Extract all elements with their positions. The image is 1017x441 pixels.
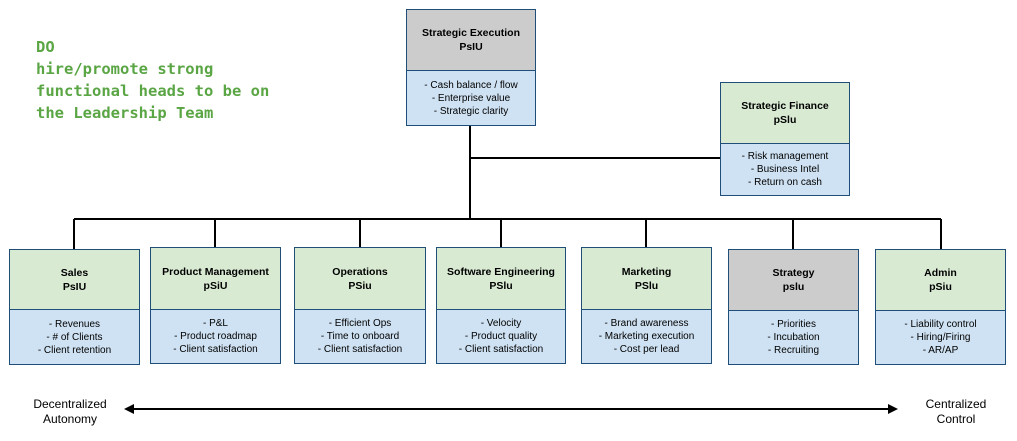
box-body: - Cash balance / flow - Enterprise value…: [407, 71, 535, 125]
box-header: Software Engineering PSlu: [437, 248, 565, 310]
box-item: - # of Clients: [46, 331, 103, 343]
note-line: the Leadership Team: [36, 104, 214, 122]
box-code: pslu: [782, 281, 805, 293]
box-item: - Client satisfaction: [173, 344, 258, 355]
box-item: - Client retention: [37, 344, 112, 356]
box-header: Operations PSiu: [295, 248, 425, 310]
box-header: Strategic Execution PsIU: [407, 10, 535, 71]
axis-label-line: Centralized: [925, 397, 987, 411]
arrow-right-head: [888, 404, 898, 414]
box-item: - Time to onboard: [320, 331, 400, 342]
unit-box-product-management: Product Management pSiU - P&L - Product …: [150, 247, 281, 364]
unit-box-sales: Sales PsIU - Revenues - # of Clients - C…: [9, 249, 140, 365]
box-code: PSiu: [348, 279, 372, 292]
decentralized-label: Decentralized Autonomy: [20, 397, 120, 427]
box-item: - Cash balance / flow: [424, 79, 518, 91]
box-item: - AR/AP: [922, 345, 959, 356]
box-item: - Brand awareness: [604, 318, 689, 329]
box-item: - Client satisfaction: [458, 344, 544, 355]
box-title: Admin: [924, 267, 957, 279]
box-item: - Cost per lead: [613, 344, 680, 355]
box-code: pSlu: [773, 114, 797, 126]
box-body: - Risk management - Business Intel - Ret…: [721, 144, 849, 195]
box-item: - Hiring/Firing: [910, 332, 971, 343]
box-header: Product Management pSiU: [151, 248, 280, 310]
box-title: Strategic Finance: [741, 100, 829, 112]
box-title: Product Management: [162, 265, 269, 278]
box-body: - Priorities - Incubation - Recruiting: [729, 311, 858, 364]
box-title: Operations: [332, 265, 388, 278]
box-item: - P&L: [202, 318, 228, 329]
box-code: pSiU: [203, 279, 228, 292]
leadership-note: DO hire/promote strong functional heads …: [36, 36, 269, 124]
note-line: hire/promote strong: [36, 60, 214, 78]
box-body: - Liability control - Hiring/Firing - AR…: [876, 311, 1005, 364]
box-item: - Priorities: [770, 319, 816, 330]
unit-box-operations: Operations PSiu - Efficient Ops - Time t…: [294, 247, 426, 364]
box-item: - Revenues: [48, 318, 101, 330]
box-item: - Client satisfaction: [317, 344, 403, 355]
box-title: Strategy: [772, 267, 815, 279]
box-body: - P&L - Product roadmap - Client satisfa…: [151, 310, 280, 363]
box-header: Strategy pslu: [729, 250, 858, 311]
axis-label-line: Control: [936, 412, 976, 426]
box-item: - Marketing execution: [598, 331, 695, 342]
note-line: DO: [36, 38, 55, 56]
box-code: PsIU: [459, 41, 483, 53]
box-code: PsIU: [62, 280, 87, 293]
axis-label-line: Decentralized: [33, 397, 107, 411]
box-body: - Brand awareness - Marketing execution …: [582, 310, 711, 363]
unit-box-marketing: Marketing PSlu - Brand awareness - Marke…: [581, 247, 712, 364]
box-item: - Product quality: [464, 331, 538, 342]
box-body: - Revenues - # of Clients - Client reten…: [10, 310, 139, 364]
box-title: Marketing: [621, 265, 672, 278]
box-item: - Product roadmap: [174, 331, 257, 342]
box-item: - Velocity: [480, 318, 522, 329]
box-item: - Business Intel: [750, 164, 820, 175]
box-title: Sales: [60, 266, 89, 279]
box-body: - Velocity - Product quality - Client sa…: [437, 310, 565, 363]
box-item: - Efficient Ops: [328, 318, 392, 329]
box-header: Admin pSiu: [876, 250, 1005, 311]
box-title: Software Engineering: [447, 265, 555, 278]
unit-box-strategy: Strategy pslu - Priorities - Incubation …: [728, 249, 859, 365]
note-line: functional heads to be on: [36, 82, 270, 100]
box-header: Strategic Finance pSlu: [721, 83, 849, 144]
box-header: Sales PsIU: [10, 250, 139, 310]
box-item: - Strategic clarity: [433, 105, 509, 117]
box-item: - Incubation: [767, 332, 820, 343]
box-code: pSiu: [929, 281, 952, 293]
box-body: - Efficient Ops - Time to onboard - Clie…: [295, 310, 425, 363]
box-item: - Enterprise value: [431, 92, 511, 104]
box-item: - Recruiting: [767, 345, 820, 356]
arrow-left-head: [124, 404, 134, 414]
box-title: Strategic Execution: [421, 27, 521, 39]
box-item: - Return on cash: [748, 177, 822, 188]
centralized-label: Centralized Control: [906, 397, 1006, 427]
box-code: PSlu: [489, 279, 513, 292]
unit-box-admin: Admin pSiu - Liability control - Hiring/…: [875, 249, 1006, 365]
unit-box-software-engineering: Software Engineering PSlu - Velocity - P…: [436, 247, 566, 364]
axis-label-line: Autonomy: [42, 412, 98, 426]
box-code: PSlu: [634, 279, 659, 292]
box-header: Marketing PSlu: [582, 248, 711, 310]
strategic-finance-box: Strategic Finance pSlu - Risk management…: [720, 82, 850, 196]
box-item: - Risk management: [741, 151, 829, 162]
strategic-execution-box: Strategic Execution PsIU - Cash balance …: [406, 9, 536, 126]
box-item: - Liability control: [904, 319, 977, 330]
